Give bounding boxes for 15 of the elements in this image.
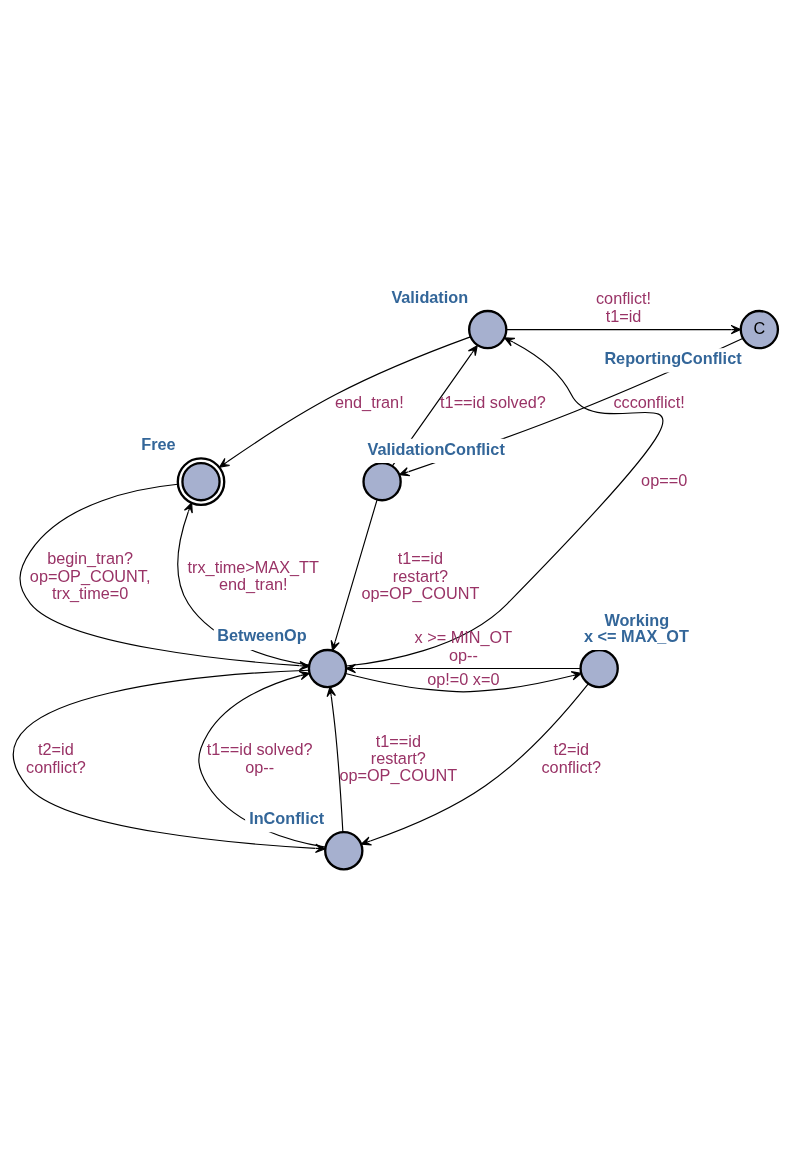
edge-label: op==0 [641,470,688,489]
edge-label: t1==id solved? [440,392,546,411]
edge-label: t2=id conflict? [541,739,602,776]
edge-label: t2=id conflict? [26,739,86,776]
edge-label: op!=0 x=0 [427,669,500,688]
edge-label: conflict! t1=id [595,288,652,325]
edge-label: t1==id restart? op=OP_COUNT [339,731,458,784]
edge-label: end_tran! [334,392,404,411]
node-label: Free [141,434,176,453]
edge-label: t1==id solved? op-- [206,739,313,776]
edge-label: ccconflict! [613,392,685,411]
edge-label: t1==id restart? op=OP_COUNT [361,548,480,602]
edge-label: begin_tran? op=OP_COUNT, trx_time=0 [29,548,151,602]
edge-label: trx_time>MAX_TT end_tran! [187,557,319,593]
node-label: Validation [391,287,469,306]
